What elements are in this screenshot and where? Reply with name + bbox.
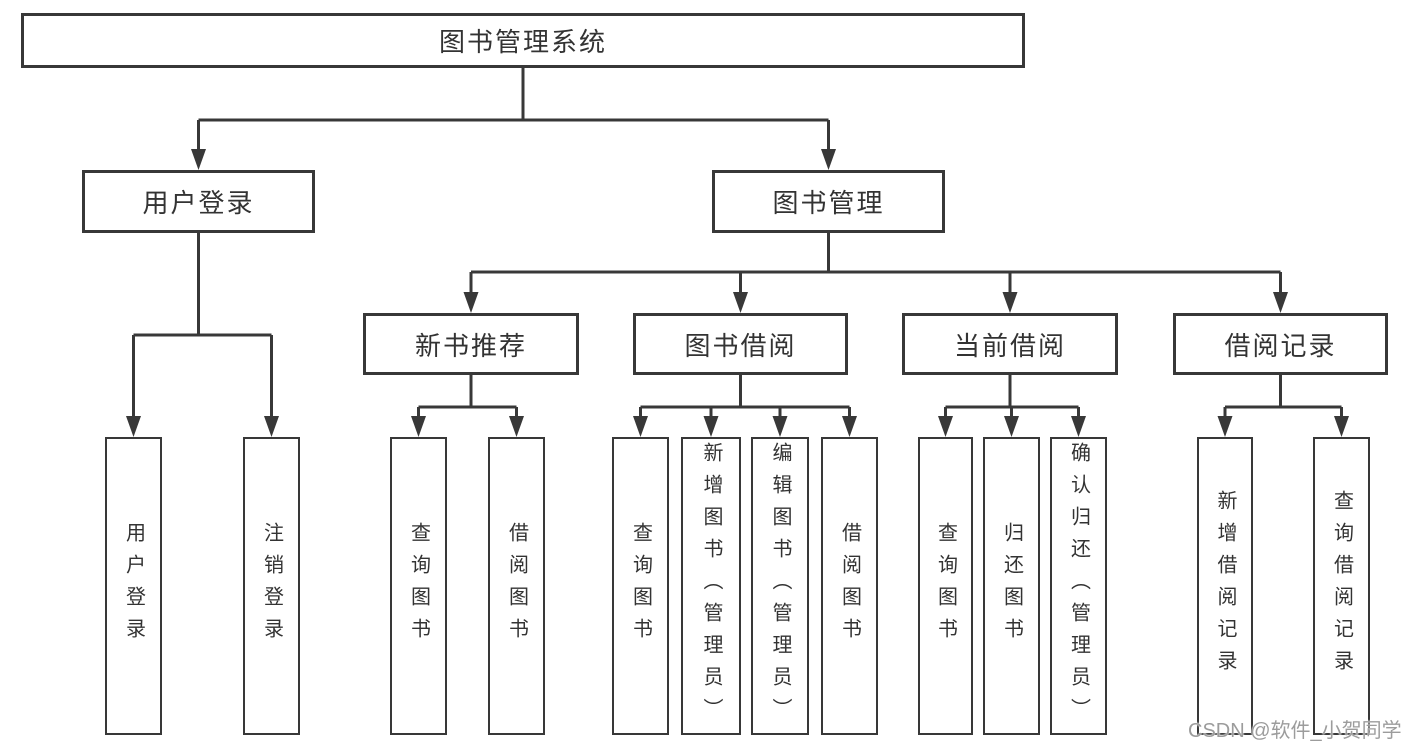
leaf-label: 新增借阅记录 bbox=[1214, 490, 1236, 682]
node-current-borrow: 当前借阅 bbox=[902, 313, 1118, 375]
leaf-query-books-borrow: 查询图书 bbox=[612, 437, 669, 735]
arrowhead-down-icon bbox=[1002, 292, 1018, 313]
leaf-label: 编辑图书（管理员） bbox=[769, 442, 791, 730]
node-borrow-records-label: 借阅记录 bbox=[1224, 330, 1337, 361]
edge-level3-branch bbox=[469, 270, 1282, 301]
arrowhead-down-icon bbox=[821, 149, 836, 170]
arrowhead-down-icon bbox=[1273, 292, 1288, 313]
leaf-label: 查询图书 bbox=[407, 522, 430, 650]
arrowhead-down-icon bbox=[1004, 416, 1019, 437]
edge-newbooks-children bbox=[417, 375, 518, 425]
leaf-label: 借阅图书 bbox=[505, 522, 528, 650]
node-root-label: 图书管理系统 bbox=[438, 27, 607, 57]
leaf-label: 新增图书（管理员） bbox=[700, 442, 722, 730]
leaf-borrow-books-recommend: 借阅图书 bbox=[488, 437, 545, 735]
arrowhead-down-icon bbox=[633, 416, 648, 437]
leaf-label: 注销登录 bbox=[260, 522, 283, 650]
arrowhead-down-icon bbox=[1334, 416, 1349, 437]
arrowhead-down-icon bbox=[938, 416, 953, 437]
node-user-login-label: 用户登录 bbox=[142, 188, 255, 218]
arrowhead-down-icon bbox=[733, 292, 748, 313]
leaf-add-borrow-record: 新增借阅记录 bbox=[1197, 437, 1253, 735]
node-borrow-records: 借阅记录 bbox=[1173, 313, 1388, 375]
node-book-borrow: 图书借阅 bbox=[633, 313, 848, 375]
arrowhead-down-icon bbox=[264, 416, 279, 437]
node-book-borrow-label: 图书借阅 bbox=[684, 330, 797, 361]
arrowhead-down-icon bbox=[1217, 416, 1233, 437]
node-book-management-label: 图书管理 bbox=[772, 188, 885, 218]
leaf-borrow-books: 借阅图书 bbox=[821, 437, 878, 735]
arrowhead-down-icon bbox=[411, 416, 426, 437]
edge-login-children bbox=[132, 233, 273, 425]
leaf-label: 用户登录 bbox=[122, 522, 145, 650]
csdn-watermark: CSDN @软件_小贺同学 bbox=[1188, 720, 1402, 742]
arrowhead-down-icon bbox=[1071, 416, 1086, 437]
edge-borrow-children bbox=[639, 375, 851, 425]
arrowhead-down-icon bbox=[463, 292, 479, 313]
node-book-management: 图书管理 bbox=[712, 170, 945, 233]
leaf-label: 确认归还（管理员） bbox=[1067, 442, 1090, 730]
leaf-confirm-return-admin: 确认归还（管理员） bbox=[1050, 437, 1107, 735]
node-new-book-recommend: 新书推荐 bbox=[363, 313, 579, 375]
arrowhead-down-icon bbox=[191, 149, 206, 170]
leaf-label: 归还图书 bbox=[1000, 522, 1023, 650]
leaf-label: 查询图书 bbox=[629, 522, 652, 650]
arrowhead-down-icon bbox=[126, 416, 141, 437]
edge-records-children bbox=[1223, 375, 1343, 425]
arrowhead-down-icon bbox=[772, 416, 788, 437]
node-new-book-recommend-label: 新书推荐 bbox=[414, 330, 527, 361]
edge-level2-branch bbox=[197, 118, 830, 158]
leaf-label: 借阅图书 bbox=[838, 522, 861, 650]
leaf-query-books-recommend: 查询图书 bbox=[390, 437, 447, 735]
leaf-add-book-admin: 新增图书（管理员） bbox=[681, 437, 741, 735]
leaf-label: 查询借阅记录 bbox=[1330, 490, 1353, 682]
leaf-user-login: 用户登录 bbox=[105, 437, 162, 735]
leaf-edit-book-admin: 编辑图书（管理员） bbox=[751, 437, 809, 735]
leaf-query-borrow-record: 查询借阅记录 bbox=[1313, 437, 1370, 735]
node-current-borrow-label: 当前借阅 bbox=[953, 330, 1066, 361]
arrowhead-down-icon bbox=[509, 416, 524, 437]
leaf-query-books-current: 查询图书 bbox=[918, 437, 973, 735]
leaf-logout: 注销登录 bbox=[243, 437, 300, 735]
arrowhead-down-icon bbox=[842, 416, 857, 437]
node-user-login: 用户登录 bbox=[82, 170, 315, 233]
arrowhead-down-icon bbox=[703, 416, 719, 437]
arrowheads bbox=[126, 149, 1349, 437]
leaf-label: 查询图书 bbox=[934, 522, 957, 650]
node-root: 图书管理系统 bbox=[21, 13, 1025, 68]
leaf-return-book: 归还图书 bbox=[983, 437, 1040, 735]
